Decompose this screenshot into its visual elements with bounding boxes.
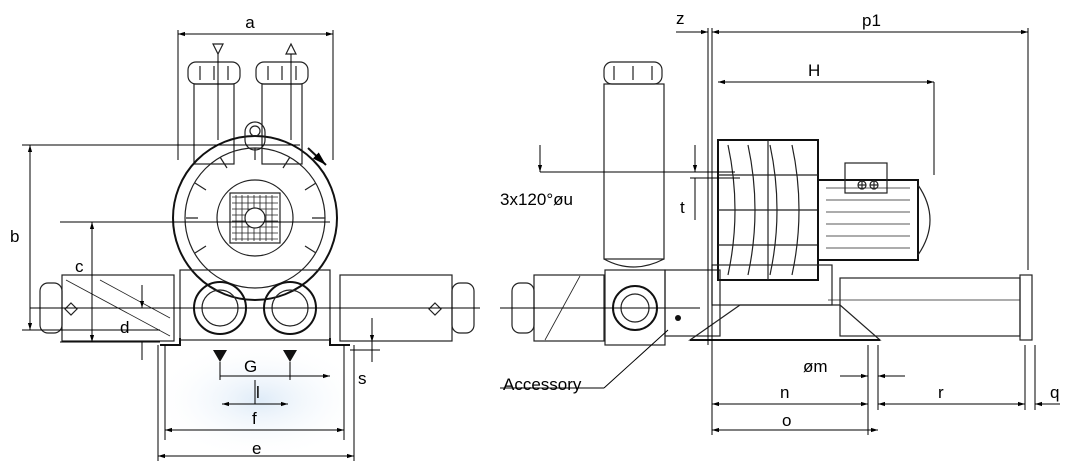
label-p1: p1 [862,11,881,30]
vertical-silencer [603,61,665,268]
left-horizontal-silencer [500,274,700,342]
side-silencers [30,274,480,342]
motor [817,162,931,261]
label-d: d [120,318,129,337]
bolt-spec-label: 3x120°øu [500,190,573,209]
label-r: r [938,383,944,402]
terminal-box-icon [844,162,888,194]
label-n: n [780,383,789,402]
label-q: q [1050,383,1059,402]
label-H: H [808,61,820,80]
label-c: c [75,257,84,276]
label-e: e [252,439,261,458]
accessory-label: Accessory [503,375,582,394]
front-view: a b c d s G l f e [10,13,480,461]
top-silencers [187,61,309,165]
label-z: z [676,9,685,28]
side-view: z p1 H t 3x120°øu Accessory n o øm r q [500,9,1060,435]
rotation-arrow-icon [307,147,327,166]
label-t: t [680,198,685,217]
right-horizontal-silencer [828,274,1033,341]
inlet-arrow-icon [212,43,224,56]
label-o: o [782,411,791,430]
label-s: s [358,369,367,388]
label-om: øm [803,357,828,376]
inlet-port-arrow-icon [213,350,227,362]
outlet-port-arrow-icon [283,350,297,362]
label-a: a [245,13,255,32]
blower-side-housing [717,139,819,281]
label-l: l [256,383,260,402]
outlet-arrow-icon [285,42,297,55]
label-f: f [252,409,257,428]
blower-housing [172,121,338,301]
label-b: b [10,227,19,246]
label-G: G [244,357,257,376]
